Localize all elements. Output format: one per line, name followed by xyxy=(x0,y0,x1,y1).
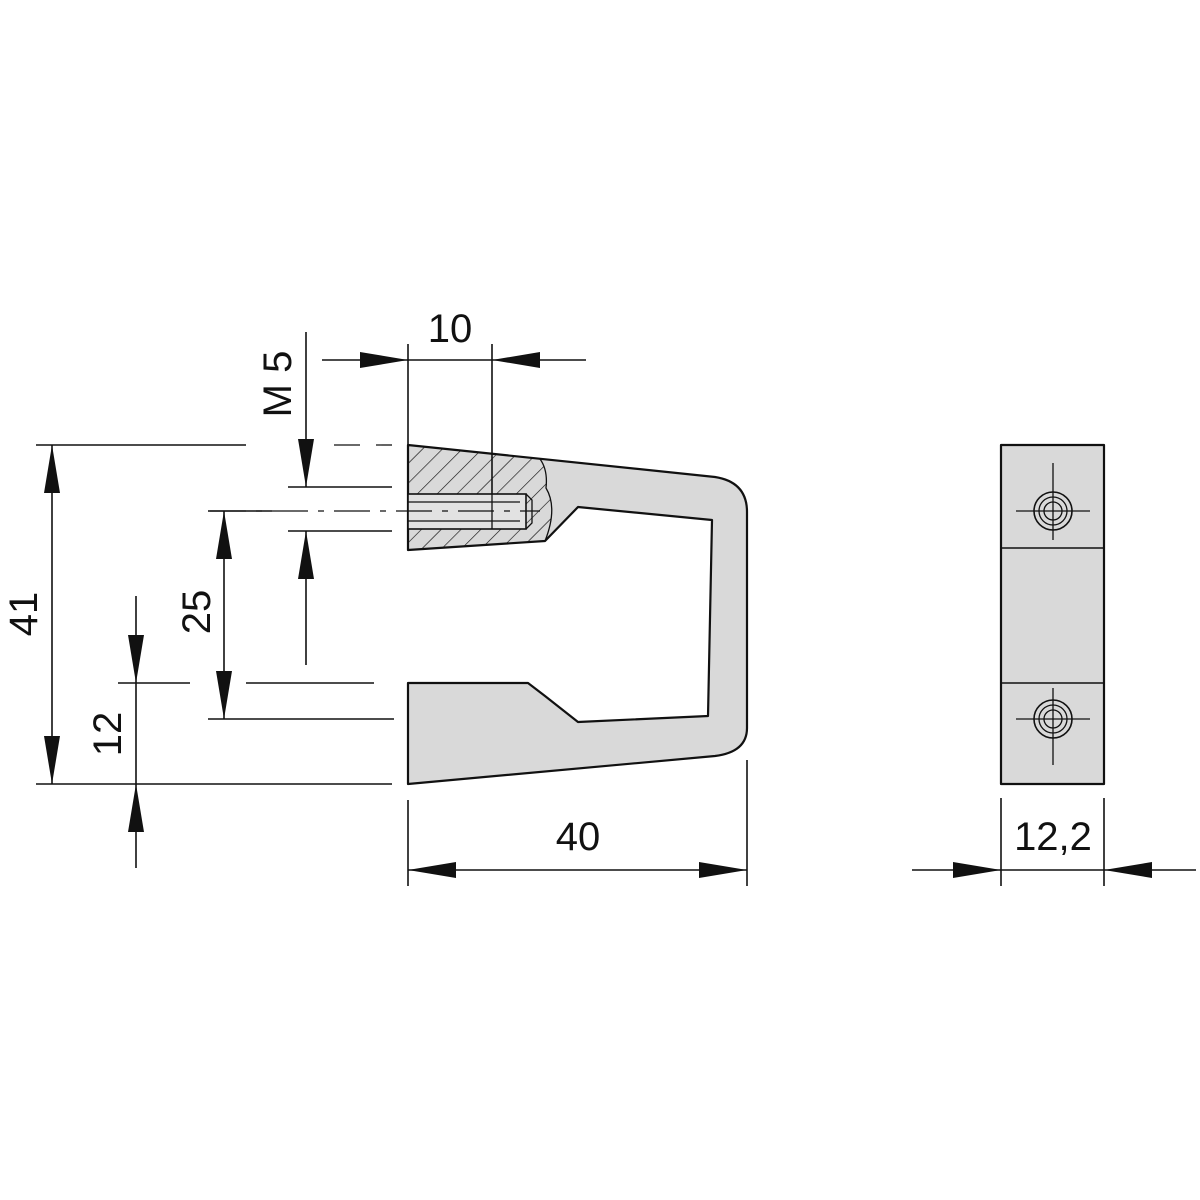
side-view xyxy=(210,443,749,786)
upper-thread-hole xyxy=(1016,463,1090,540)
dimension-40: 40 xyxy=(407,760,748,886)
dimension-label-25: 25 xyxy=(175,590,219,635)
arrow-head xyxy=(1104,862,1152,878)
dimension-10: 10 xyxy=(322,307,586,494)
arrow-head xyxy=(128,635,144,683)
arrow-head xyxy=(216,511,232,559)
arrow-head xyxy=(492,352,540,368)
arrow-head xyxy=(699,862,747,878)
front-view xyxy=(999,443,1106,786)
dimension-12: 12 xyxy=(86,596,374,868)
dimension-label-m5: M 5 xyxy=(256,351,300,418)
dimension-12-2: 12,2 xyxy=(912,798,1196,886)
dimension-label-12-2: 12,2 xyxy=(1014,815,1092,859)
arrow-head xyxy=(44,445,60,493)
dimension-label-10: 10 xyxy=(428,307,473,351)
arrow-head xyxy=(360,352,408,368)
dimension-label-12: 12 xyxy=(86,712,130,757)
arrow-head xyxy=(44,736,60,784)
arrow-head xyxy=(408,862,456,878)
dimension-label-41: 41 xyxy=(2,592,46,637)
arrow-head xyxy=(298,531,314,579)
arrow-head xyxy=(298,439,314,487)
arrow-head xyxy=(128,784,144,832)
section-break-line xyxy=(539,458,553,542)
dimension-25: 25 xyxy=(175,510,394,720)
arrow-head xyxy=(216,671,232,719)
lower-thread-hole xyxy=(1016,688,1090,765)
dimension-m5: M 5 xyxy=(256,332,392,665)
dimension-41: 41 xyxy=(2,444,392,785)
arrow-head xyxy=(953,862,1001,878)
dimension-label-40: 40 xyxy=(556,815,601,859)
